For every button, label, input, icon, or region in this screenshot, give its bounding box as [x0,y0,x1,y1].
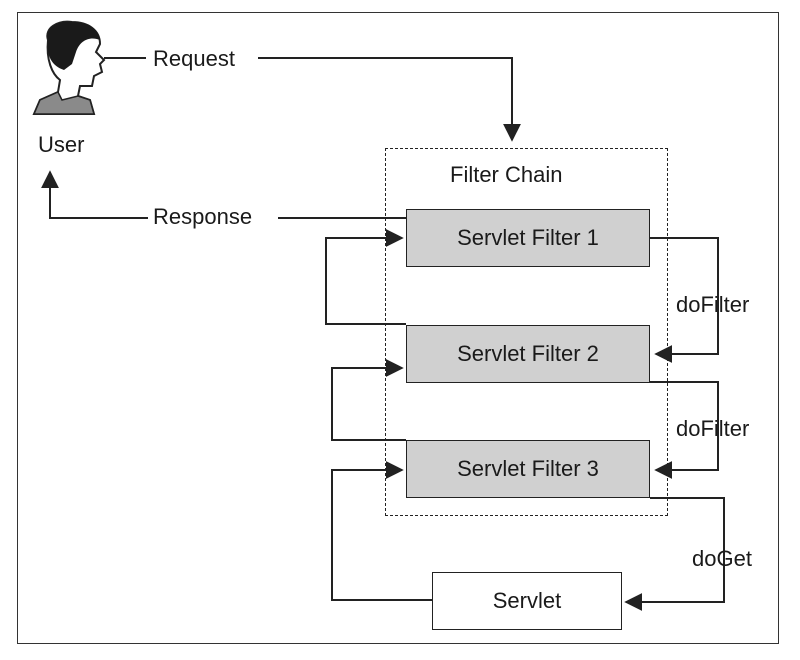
filter-chain-container [385,148,668,516]
return-arrow-servlet-to-3 [331,461,432,601]
servlet-filter-2-label: Servlet Filter 2 [457,341,599,366]
request-arrow [104,57,521,142]
servlet-filter-2-box: Servlet Filter 2 [406,325,650,383]
return-arrow-3-to-2 [331,359,406,441]
user-head-icon [32,20,106,115]
return-arrow-2-to-1 [325,229,406,325]
servlet-filter-3-box: Servlet Filter 3 [406,440,650,498]
dofilter-label-1: doFilter [676,292,750,317]
request-label: Request [153,46,235,71]
response-arrow [41,170,406,219]
filter-chain-label: Filter Chain [450,162,563,187]
servlet-box: Servlet [432,572,622,630]
dofilter-arrow-2 [650,381,719,479]
servlet-label: Servlet [492,588,562,613]
servlet-filter-3-label: Servlet Filter 3 [457,456,599,481]
response-label: Response [153,204,253,229]
servlet-filter-1-box: Servlet Filter 1 [406,209,650,267]
dofilter-arrow-1 [650,237,719,363]
doget-arrow [624,497,725,611]
doget-label: doGet [692,546,752,571]
diagram-frame [17,12,779,644]
dofilter-label-2: doFilter [676,416,750,441]
user-label: User [38,132,85,157]
servlet-filter-1-label: Servlet Filter 1 [457,225,599,250]
